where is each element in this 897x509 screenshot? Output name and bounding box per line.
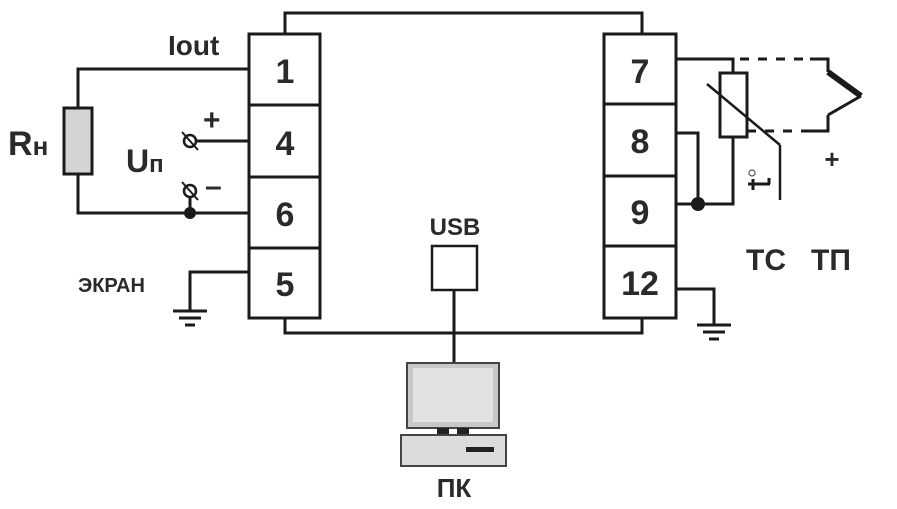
shield-label: ЭКРАН [78, 275, 145, 297]
terminal-12-wire [676, 287, 716, 324]
terminal-9-label: 9 [631, 194, 650, 232]
terminal-4 [247, 103, 322, 179]
shield-wire [188, 270, 249, 310]
terminal-8 [602, 102, 678, 178]
junction-dot-right-icon [691, 197, 705, 211]
right-terminal-block: 7 8 9 12 [602, 32, 678, 320]
terminal-12 [602, 244, 678, 320]
rtd-lower-wire [698, 137, 735, 206]
junction-dot-icon [184, 207, 196, 219]
supply-voltage-label: Uп [126, 143, 164, 179]
minus-connector-slash [181, 181, 199, 201]
device-body [283, 11, 644, 335]
thermocouple-junction-icon [826, 69, 863, 99]
usb-label: USB [430, 214, 481, 241]
terminal-7 [602, 32, 678, 106]
left-terminal-block: 1 4 6 5 [247, 32, 322, 320]
load-resistor-icon [62, 106, 94, 176]
minus-label: – [205, 170, 222, 203]
ground-icon-left [173, 309, 207, 327]
tc-plus-label: + [824, 144, 839, 174]
terminal-8-label: 8 [631, 123, 650, 161]
terminal-7-wire [676, 57, 735, 73]
terminal-7-label: 7 [631, 53, 650, 91]
terminal-6-label: 6 [276, 196, 295, 234]
terminal-1-label: 1 [276, 53, 295, 91]
plus-label: + [203, 104, 221, 137]
thermocouple-icon [810, 57, 862, 133]
rtd-label: ТС [746, 244, 786, 277]
rtd-variable-arrow [706, 83, 781, 146]
pc-icon [400, 362, 507, 467]
terminal-4-label: 4 [276, 125, 295, 163]
load-resistor-label: Rн [8, 125, 48, 163]
plus-connector-slash [181, 131, 199, 151]
terminal-5 [247, 246, 322, 320]
iout-label: Iout [168, 30, 219, 61]
usb-port-icon [430, 244, 479, 292]
terminal-5-label: 5 [276, 266, 295, 304]
pc-label: ПК [437, 473, 472, 503]
terminal-12-label: 12 [621, 265, 659, 303]
terminal-9 [602, 174, 678, 248]
thermocouple-label: ТП [811, 244, 851, 277]
temperature-symbol-icon [748, 169, 771, 190]
ground-icon-right [697, 323, 731, 341]
terminal-8-wire [676, 131, 700, 206]
